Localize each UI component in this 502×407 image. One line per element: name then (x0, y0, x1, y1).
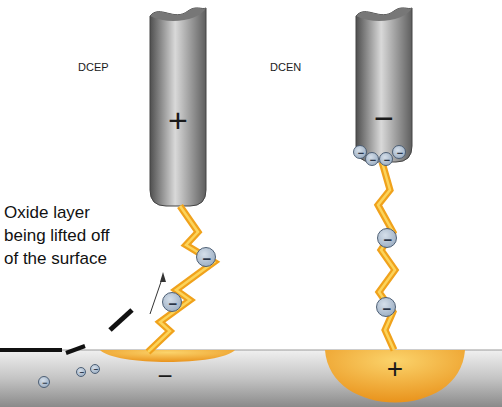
electron-charge: − (358, 147, 364, 158)
electron-charge: − (397, 147, 403, 158)
electron-charge: − (169, 295, 178, 310)
electron: − (392, 145, 406, 159)
oxide-flake (66, 346, 85, 353)
electron-charge: − (384, 154, 390, 165)
weld-pool (100, 350, 235, 362)
polarity-sign: + (168, 103, 188, 137)
polarity-sign: − (157, 363, 172, 389)
electrode (356, 8, 412, 162)
electrode-cut (150, 8, 206, 21)
polarity-sign: − (374, 101, 394, 135)
electron: − (196, 247, 216, 267)
electron-charge: − (42, 378, 47, 387)
arrow-head (160, 272, 166, 282)
electron: − (377, 228, 397, 248)
arc-core (378, 162, 395, 350)
electron: − (376, 297, 396, 317)
electron-charge: − (80, 369, 85, 377)
polarity-heading: DCEN (270, 62, 301, 73)
arc (378, 162, 395, 350)
oxide-layer (0, 348, 62, 352)
polarity-heading: DCEP (78, 62, 109, 73)
oxide-flake (110, 310, 132, 330)
weld-pool: + (325, 350, 465, 405)
weld-pool: − (100, 350, 235, 366)
electron: − (90, 364, 100, 374)
electron: − (162, 292, 182, 312)
electrode: DCEP+ (150, 0, 206, 205)
electron-charge: − (370, 154, 376, 165)
electron: − (365, 152, 379, 166)
electrode: DCEN−−−−− (356, 0, 412, 160)
electrode-cut (356, 8, 412, 21)
electron: − (38, 376, 50, 388)
electron-charge: − (384, 231, 393, 246)
electrode (150, 8, 206, 206)
electron: − (76, 367, 86, 377)
electron-charge: − (203, 250, 212, 265)
arc-core (148, 206, 214, 352)
electron-charge: − (383, 300, 392, 315)
callout-note: Oxide layer being lifted off of the surf… (4, 201, 112, 270)
electron-charge: − (94, 366, 99, 374)
electron: − (379, 152, 393, 166)
polarity-sign: + (387, 355, 403, 383)
base-metal (0, 350, 502, 407)
weld-pool (325, 350, 465, 403)
arc (148, 206, 214, 352)
